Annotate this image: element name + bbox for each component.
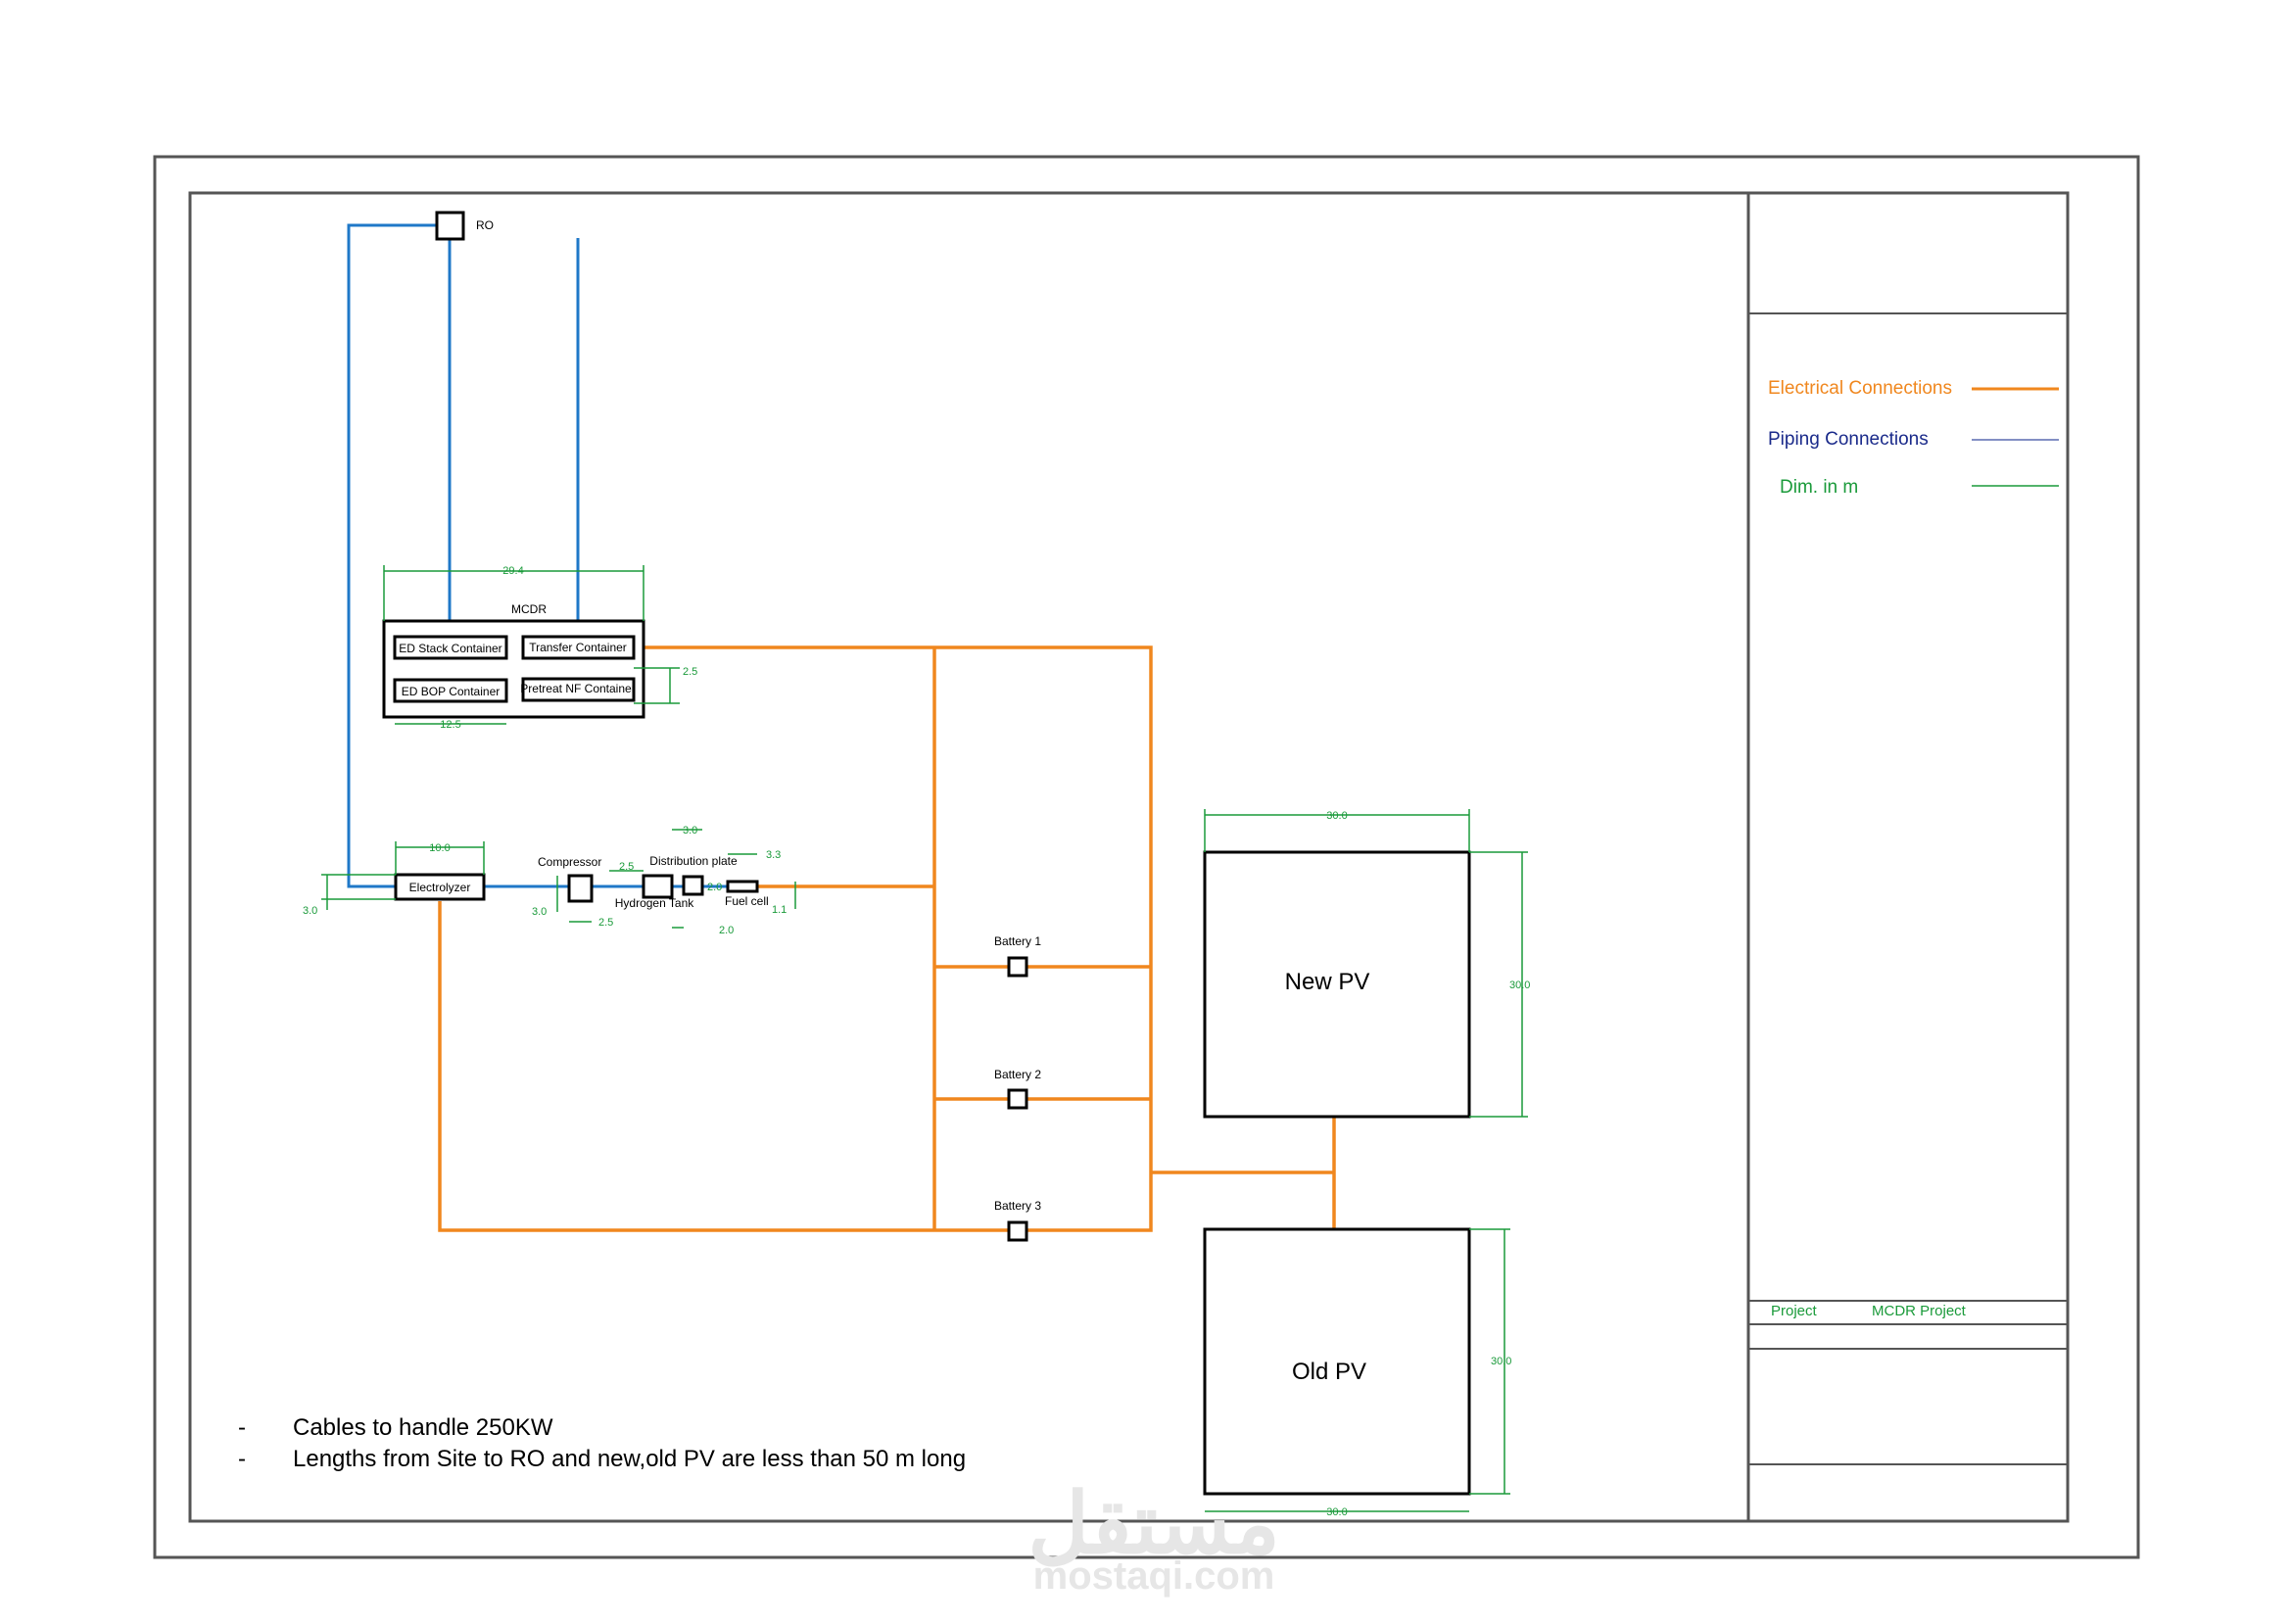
dim-tank-width-text: 2.5 bbox=[619, 861, 634, 873]
battery1 bbox=[1007, 956, 1028, 978]
inner-frame bbox=[188, 191, 2070, 1523]
elec-main-loop bbox=[438, 645, 1153, 1232]
pipe-ro-to-electrolyzer bbox=[347, 223, 450, 888]
battery3 bbox=[1007, 1220, 1028, 1242]
ed-stack-container bbox=[393, 635, 508, 660]
old-pv-label: Old PV bbox=[1292, 1359, 1366, 1385]
outer-frame bbox=[153, 155, 2140, 1559]
project-value: MCDR Project bbox=[1872, 1303, 1967, 1319]
dim-dist-small-text: 2.0 bbox=[719, 925, 734, 936]
electrolyzer bbox=[394, 873, 486, 901]
dim-new-pv-width-text: 30.0 bbox=[1326, 810, 1347, 822]
ed-stack-label: ED Stack Container bbox=[399, 642, 501, 655]
dim-mcdr-height-text: 2.5 bbox=[683, 666, 697, 678]
hydrogen-tank-label: Hydrogen Tank bbox=[615, 896, 694, 910]
new-pv-label: New PV bbox=[1285, 969, 1370, 995]
compressor bbox=[567, 874, 594, 903]
dim-mcdr-width-text: 29.4 bbox=[502, 565, 523, 577]
dim-compressor-width-text: 2.5 bbox=[598, 917, 613, 929]
legend-electrical-label: Electrical Connections bbox=[1768, 378, 1952, 399]
battery2 bbox=[1007, 1088, 1028, 1110]
dim-dist-width-text: 3.0 bbox=[683, 825, 697, 836]
dim-old-pv-width-text: 30.0 bbox=[1326, 1506, 1347, 1518]
dim-compressor-height-text: 3.0 bbox=[532, 906, 547, 918]
dim-electrolyzer-width-text: 10.0 bbox=[429, 842, 450, 854]
dim-fuel-width-text: 3.3 bbox=[766, 849, 781, 861]
legend-dim-label: Dim. in m bbox=[1780, 477, 1858, 498]
distribution-plate bbox=[682, 875, 704, 896]
ro-unit bbox=[435, 211, 465, 241]
ed-bop-label: ED BOP Container bbox=[402, 685, 501, 698]
transfer-container bbox=[521, 635, 636, 660]
dim-ed-width-text: 12.5 bbox=[440, 719, 460, 731]
legend-piping-label: Piping Connections bbox=[1768, 429, 1929, 450]
electrolyzer-label: Electrolyzer bbox=[409, 881, 471, 894]
dim-fuel-height-text: 1.1 bbox=[772, 904, 787, 916]
watermark-arabic: مستقل bbox=[1027, 1477, 1279, 1571]
ed-bop-container bbox=[393, 678, 508, 703]
distribution-plate-label: Distribution plate bbox=[649, 854, 738, 868]
note2-bullet: - bbox=[238, 1446, 246, 1472]
dim-electrolyzer-height-text: 3.0 bbox=[303, 905, 317, 917]
watermark-latin: mostaqi.com bbox=[1033, 1554, 1275, 1598]
dim-dist-w2-text: 2.0 bbox=[707, 882, 722, 893]
project-label: Project bbox=[1771, 1303, 1818, 1319]
note2-text: Lengths from Site to RO and new,old PV a… bbox=[293, 1446, 966, 1472]
note1-bullet: - bbox=[238, 1414, 246, 1441]
fuel-cell-label: Fuel cell bbox=[725, 894, 769, 908]
dim-new-pv-height-text: 30.0 bbox=[1509, 979, 1530, 991]
pretreat-container bbox=[521, 677, 636, 702]
dim-old-pv-height-text: 30.0 bbox=[1491, 1356, 1511, 1367]
fuel-cell bbox=[726, 880, 759, 893]
note1-text: Cables to handle 250KW bbox=[293, 1414, 553, 1441]
transfer-label: Transfer Container bbox=[529, 641, 627, 654]
battery1-label: Battery 1 bbox=[994, 934, 1041, 948]
hydrogen-tank bbox=[642, 874, 674, 899]
old-pv bbox=[1203, 1227, 1471, 1496]
mcdr-label: MCDR bbox=[511, 602, 547, 616]
ro-label: RO bbox=[476, 218, 494, 232]
battery3-label: Battery 3 bbox=[994, 1199, 1041, 1213]
pretreat-label: Pretreat NF Container bbox=[520, 682, 635, 695]
compressor-label: Compressor bbox=[538, 855, 601, 869]
battery2-label: Battery 2 bbox=[994, 1068, 1041, 1081]
new-pv bbox=[1203, 850, 1471, 1119]
